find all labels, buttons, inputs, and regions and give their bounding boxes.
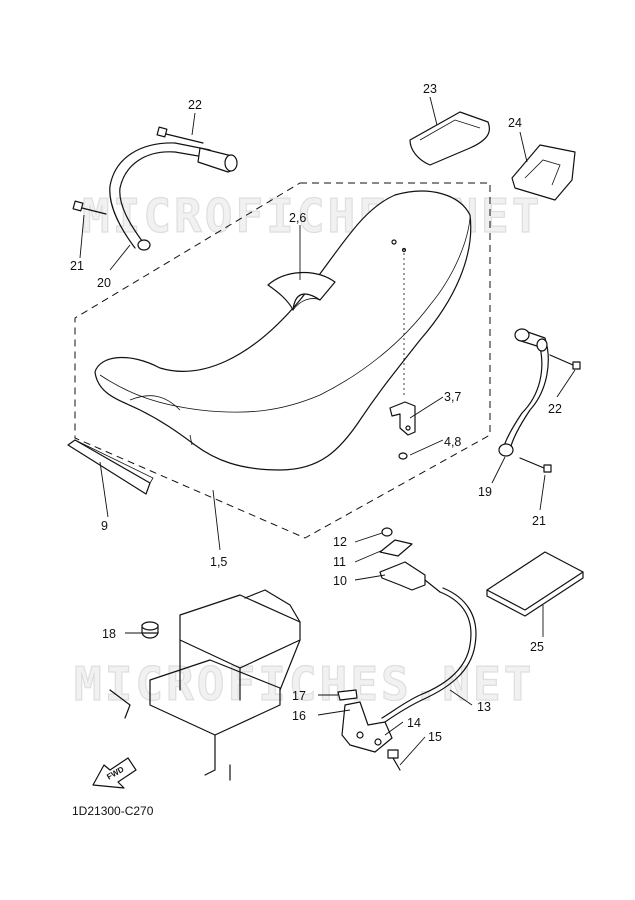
callout-16: 16 [292,709,306,723]
callout-21: 21 [70,259,84,273]
callout-13: 13 [477,700,491,714]
bracket-hole-icon [405,425,411,431]
callout-23: 23 [423,82,437,96]
callout-22-right: 22 [548,402,562,416]
bolt-part [549,354,581,370]
cover-part [409,111,491,166]
callout-4-8: 4,8 [444,435,461,449]
strip-part [67,439,151,495]
watermark-top: MICROFICHES.NET [82,189,542,243]
callout-20: 20 [97,276,111,290]
seat-part [94,190,472,471]
seat-assembly-boundary [74,182,491,539]
frame-part [109,589,301,781]
forward-direction-icon: FWD [92,757,137,789]
callout-15: 15 [428,730,442,744]
callout-14: 14 [407,716,421,730]
callout-1-5: 1,5 [210,555,227,569]
diagram-code: 1D21300-C270 [72,804,154,818]
callout-10: 10 [333,574,347,588]
callout-11: 11 [333,555,346,569]
bolt-part [519,457,552,473]
seat-hole-icon [401,247,407,253]
callout-12: 12 [333,535,347,549]
callout-22: 22 [188,98,202,112]
bolt-part [72,200,107,215]
leader-lines [79,96,576,766]
damper-part [141,621,159,639]
lock-assembly-part [379,527,441,593]
callout-9: 9 [101,519,108,533]
callout-19: 19 [478,485,492,499]
callout-24: 24 [508,116,522,130]
callout-3-7: 3,7 [444,390,461,404]
callout-18: 18 [102,627,116,641]
callout-2-6: 2,6 [289,211,306,225]
tray-part [511,144,576,201]
callout-25: 25 [530,640,544,654]
manual-part [486,551,584,611]
bolt-part [156,126,204,144]
bracket-part [389,401,416,436]
callout-21-right: 21 [532,514,546,528]
grab-bar-left-part [109,142,238,251]
seat-hole-icon [391,239,397,245]
cable-part [381,591,472,719]
grab-bar-right-part [498,328,549,457]
callout-17: 17 [292,689,306,703]
lever-assembly-part [337,689,401,771]
washer-part [398,452,408,460]
